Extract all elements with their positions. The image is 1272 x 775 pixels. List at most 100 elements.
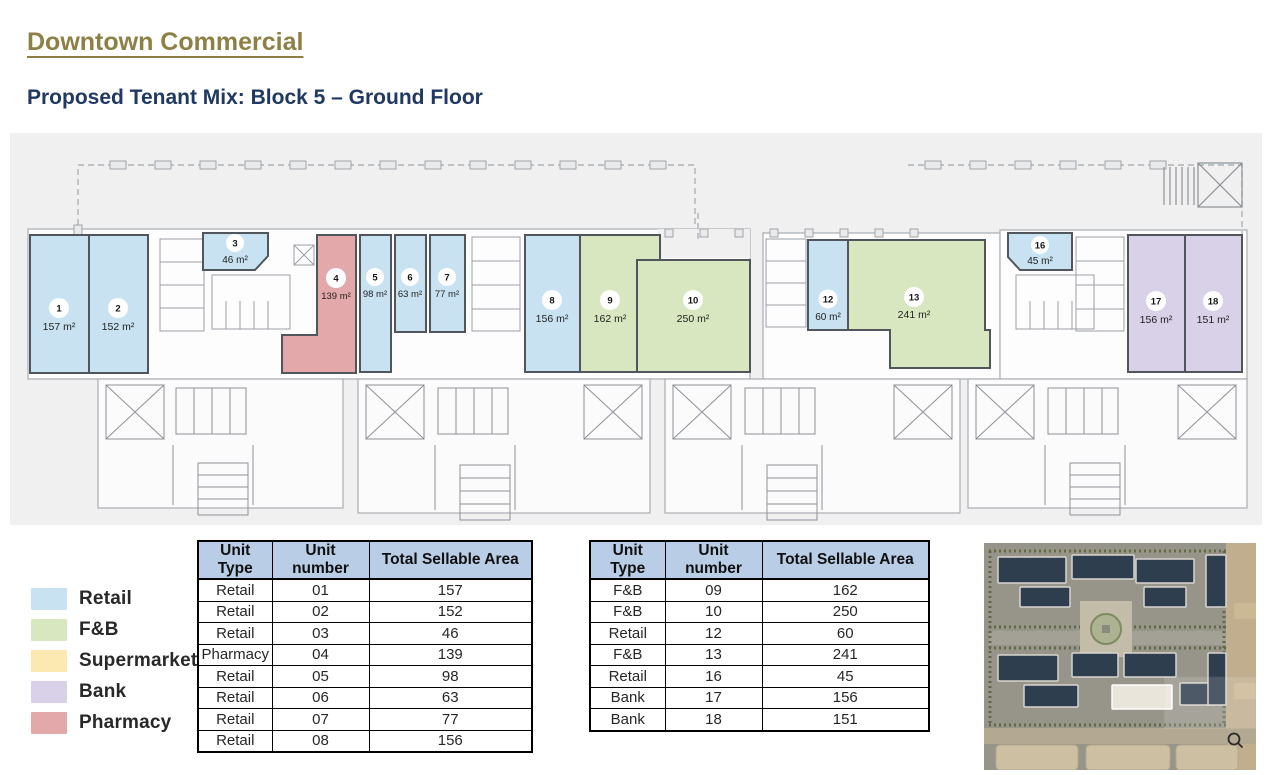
unit-10-region: 10 250 m² (636, 259, 751, 373)
unit-13-area: 241 m² (898, 309, 931, 321)
unit-18-number: 18 (1208, 297, 1219, 308)
site-buildings (997, 554, 1227, 710)
unit-6-region: 6 63 m² (394, 234, 427, 333)
unit-16-area: 45 m² (1027, 256, 1053, 267)
cell-unit-type: Pharmacy (197, 643, 273, 666)
cell-unit-number: 04 (271, 643, 370, 666)
legend: Retail F&B Supermarket Bank Pharmacy (31, 588, 197, 734)
unit-2-region: 2 152 m² (88, 234, 149, 374)
retail-color-swatch (31, 588, 67, 610)
col-header-unit-type: Unit Type (589, 540, 666, 580)
cell-unit-number: 07 (271, 708, 370, 731)
cell-total-area: 77 (368, 708, 533, 731)
magnifier-icon[interactable] (1227, 732, 1244, 749)
unit-12-region: 12 60 m² (807, 239, 849, 331)
cell-unit-type: F&B (589, 578, 666, 602)
unit-2-number: 2 (115, 304, 120, 315)
canopy-columns (73, 160, 1167, 242)
cell-unit-number: 17 (664, 686, 763, 709)
cell-total-area: 162 (761, 578, 930, 602)
unit-8-number: 8 (549, 296, 554, 307)
site-roads (984, 543, 1256, 770)
unit-1-number: 1 (56, 304, 62, 315)
cell-unit-number: 06 (271, 686, 370, 709)
unit-7-number: 7 (444, 273, 449, 284)
col-header-unit-type: Unit Type (197, 540, 273, 580)
legend-label: Bank (79, 681, 127, 702)
legend-item-pharmacy: Pharmacy (31, 712, 197, 734)
unit-1-region: 1 157 m² (29, 234, 90, 374)
unit-12-area: 60 m² (815, 312, 841, 323)
bank-color-swatch (31, 681, 67, 703)
cell-total-area: 156 (368, 729, 533, 753)
cell-unit-type: F&B (589, 600, 666, 623)
legend-item-fnb: F&B (31, 619, 197, 641)
unit-7-region: 7 77 m² (429, 234, 466, 333)
cell-total-area: 63 (368, 686, 533, 709)
cell-total-area: 45 (761, 665, 930, 688)
cell-unit-number: 01 (271, 578, 370, 602)
unit-2-area: 152 m² (102, 321, 135, 333)
unit-3-region: 3 46 m² (202, 232, 269, 271)
col-header-total-area: Total Sellable Area (761, 540, 930, 580)
selection-highlight (1163, 676, 1256, 730)
unit-5-number: 5 (372, 273, 378, 284)
unit-17-region: 17 156 m² (1127, 234, 1186, 373)
roof-cross-box (1163, 162, 1243, 208)
cell-total-area: 60 (761, 622, 930, 645)
cell-total-area: 152 (368, 600, 533, 623)
highlighted-block (1111, 684, 1173, 710)
fnb-color-swatch (31, 619, 67, 641)
cell-unit-number: 12 (664, 622, 763, 645)
col-header-unit-number: Unit number (271, 540, 370, 580)
cell-unit-type: Bank (589, 686, 666, 709)
page-subtitle: Proposed Tenant Mix: Block 5 – Ground Fl… (27, 86, 483, 109)
cell-unit-number: 10 (664, 600, 763, 623)
unit-18-region: 18 151 m² (1184, 234, 1243, 373)
cell-unit-type: Bank (589, 708, 666, 731)
cell-unit-type: Retail (197, 665, 273, 688)
unit-6-area: 63 m² (398, 289, 422, 300)
unit-3-area: 46 m² (222, 255, 248, 266)
unit-9-area: 162 m² (594, 313, 627, 325)
cell-unit-number: 09 (664, 578, 763, 602)
site-map-thumbnail (984, 543, 1256, 770)
col-header-unit-number: Unit number (664, 540, 763, 580)
unit-3-number: 3 (232, 239, 237, 250)
page-title: Downtown Commercial (27, 28, 304, 56)
cell-unit-type: Retail (197, 622, 273, 645)
cell-unit-type: Retail (197, 708, 273, 731)
cell-unit-type: F&B (589, 643, 666, 666)
central-plaza (1080, 601, 1132, 657)
cell-unit-type: Retail (197, 578, 273, 602)
interior-walls (159, 236, 1125, 332)
cell-unit-type: Retail (197, 729, 273, 753)
unit-16-region: 16 45 m² (1007, 232, 1073, 271)
cell-unit-type: Retail (197, 686, 273, 709)
cell-total-area: 139 (368, 643, 533, 666)
table-header-row: Unit Type Unit number Total Sellable Are… (589, 540, 930, 580)
cell-unit-type: Retail (589, 622, 666, 645)
unit-5-area: 98 m² (363, 289, 387, 300)
unit-12-number: 12 (823, 295, 834, 306)
pharmacy-color-swatch (31, 712, 67, 734)
cell-unit-number: 05 (271, 665, 370, 688)
floor-plan-image: 1 157 m² 2 152 m² 3 46 m² (10, 133, 1262, 525)
supermarket-color-swatch (31, 650, 67, 672)
cell-unit-type: Retail (197, 600, 273, 623)
table-header-row: Unit Type Unit number Total Sellable Are… (197, 540, 533, 580)
unit-10-area: 250 m² (677, 313, 710, 325)
legend-label: Pharmacy (79, 712, 172, 733)
cell-total-area: 98 (368, 665, 533, 688)
